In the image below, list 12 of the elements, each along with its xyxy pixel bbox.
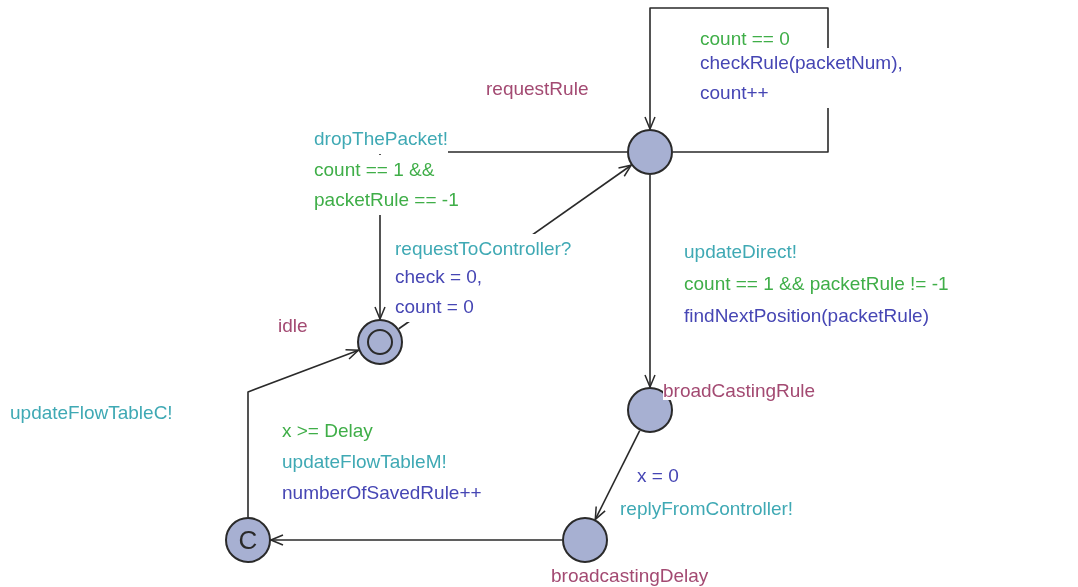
location-name: requestRule [486, 79, 589, 98]
committed-marker: C [238, 527, 258, 553]
transition-arrow [644, 7, 829, 153]
sync-label: requestToController? [395, 234, 572, 264]
location-circle [225, 517, 271, 563]
transition-arrow [270, 534, 563, 546]
transition-arrow [594, 429, 641, 521]
location-name: idle [278, 316, 308, 335]
location-name: broadCastingRule [663, 381, 816, 400]
location-name: broadcastingDelay [551, 566, 709, 585]
transition-arrow [247, 348, 360, 518]
transition-arrow [644, 174, 656, 388]
